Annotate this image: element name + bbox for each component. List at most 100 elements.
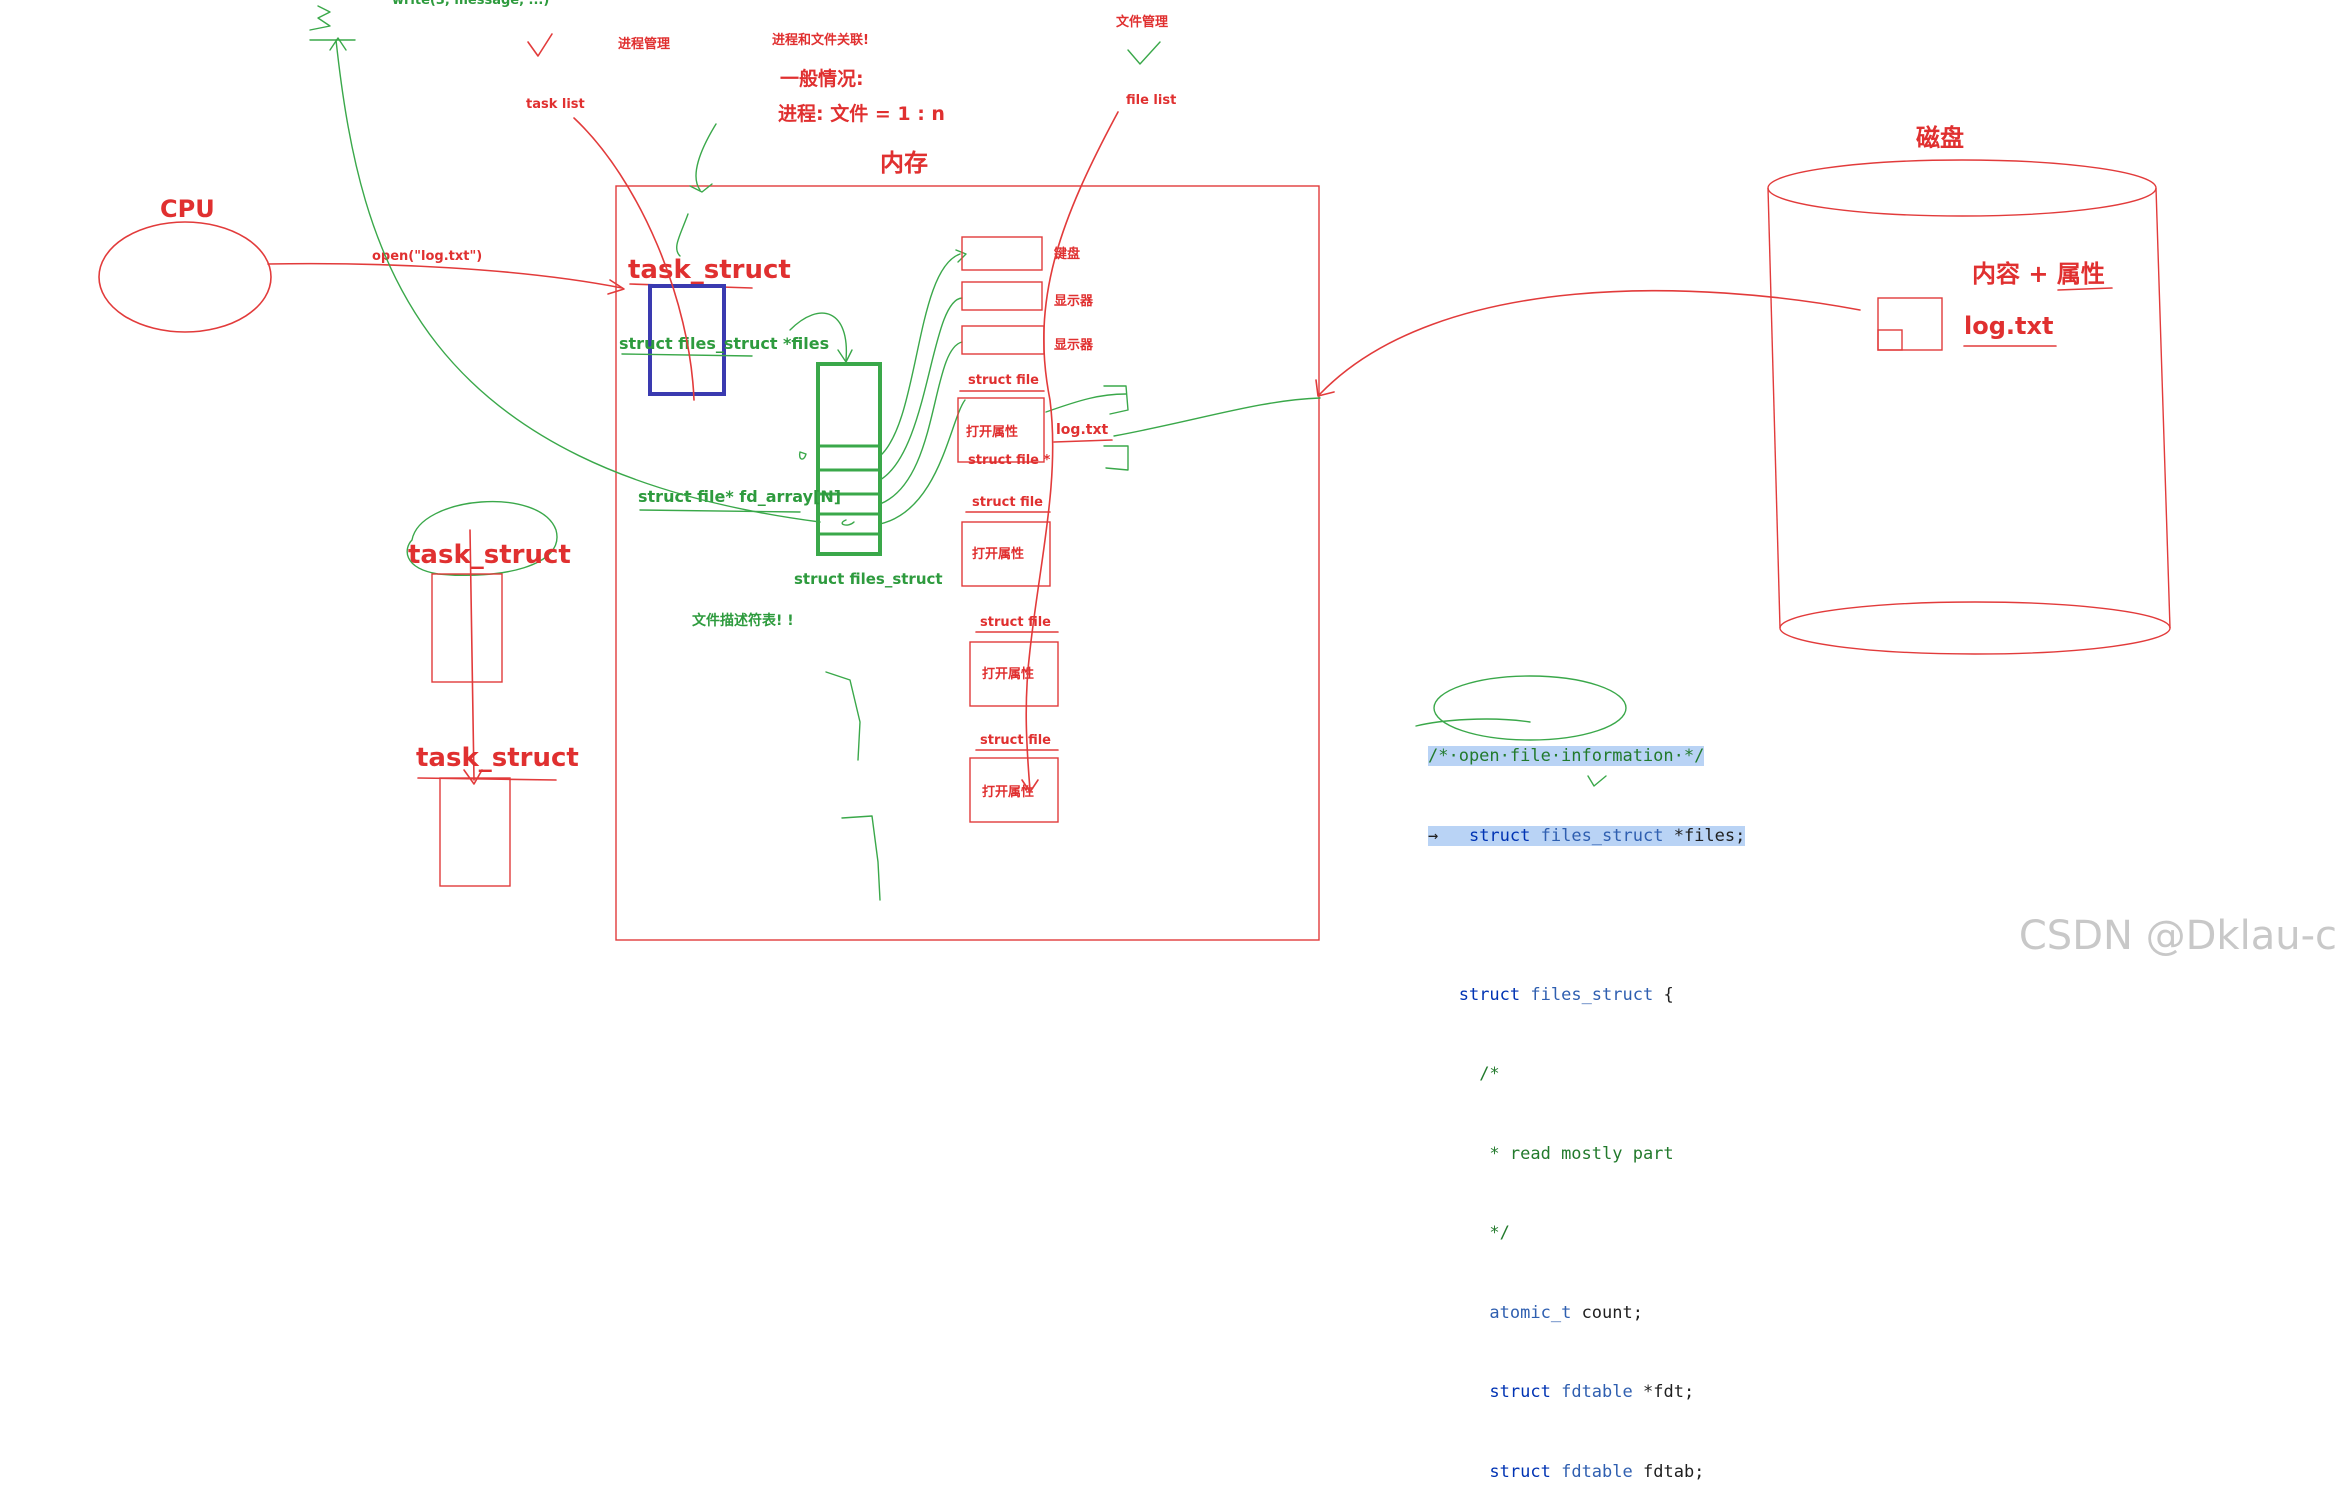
file-mgmt-label: 文件管理 bbox=[1116, 14, 1168, 30]
file1-green-bracket-a bbox=[1103, 385, 1129, 415]
code-keyword: struct bbox=[1458, 984, 1521, 1005]
fd-array-label: struct file* fd_array[N] bbox=[638, 487, 841, 506]
code-line-5: * read mostly part bbox=[1428, 1141, 1745, 1168]
scribble-lower-1 bbox=[825, 671, 861, 761]
code-comment: /* bbox=[1479, 1064, 1500, 1084]
task-struct-main-label: task_struct bbox=[628, 255, 791, 285]
code-line-4: /* bbox=[1428, 1061, 1745, 1088]
write-call-label: write(3, message, ...) bbox=[392, 0, 549, 8]
code-line-9: struct fdtable fdtab; bbox=[1428, 1459, 1745, 1486]
struct-file-4-box bbox=[969, 757, 1059, 823]
task-list-label: task list bbox=[526, 97, 585, 112]
code-line-1: /*·open·file·information·*/ bbox=[1428, 743, 1745, 770]
open-attr-4-label: 打开属性 bbox=[982, 784, 1034, 800]
general-case-label: 一般情况: bbox=[780, 67, 864, 90]
file1-green-bracket-b bbox=[1103, 445, 1129, 471]
task-struct-3-label: task_struct bbox=[416, 743, 579, 773]
task-list-curve bbox=[573, 117, 695, 401]
display2-box bbox=[961, 325, 1045, 355]
display2-label: 显示器 bbox=[1054, 338, 1094, 353]
task-struct-2-label: task_struct bbox=[408, 540, 571, 570]
disk-top bbox=[1767, 159, 2157, 217]
cpu-arrowhead bbox=[607, 279, 625, 295]
keyboard-label: 键盘 bbox=[1053, 246, 1080, 262]
code-type: atomic_t bbox=[1489, 1302, 1572, 1323]
fd0-to-keyboard bbox=[879, 253, 961, 457]
open-attr-3-label: 打开属性 bbox=[982, 666, 1034, 682]
scribble-top-left bbox=[309, 5, 331, 31]
keyboard-box bbox=[961, 236, 1043, 271]
struct-file-4-label: struct file bbox=[980, 733, 1051, 748]
code-type: files_struct bbox=[1530, 984, 1654, 1005]
ratio-label: 进程: 文件 = 1 : n bbox=[778, 102, 945, 125]
proc-file-link-label: 进程和文件关联! bbox=[772, 32, 869, 48]
code-line-7: atomic_t count; bbox=[1428, 1300, 1745, 1327]
open-attr-1-label: 打开属性 bbox=[966, 424, 1018, 440]
disk-file-inner-box bbox=[1877, 329, 1903, 351]
code-rest: fdtab; bbox=[1643, 1461, 1705, 1482]
display1-label: 显示器 bbox=[1054, 294, 1094, 309]
code-type: fdtable bbox=[1561, 1461, 1633, 1482]
write-arc-arrowhead bbox=[329, 37, 347, 51]
code-comment-highlight-ring bbox=[1433, 675, 1627, 741]
code-line-8: struct fdtable *fdt; bbox=[1428, 1379, 1745, 1406]
content-attr-underline bbox=[2057, 287, 2113, 291]
log-txt-link-label: log.txt bbox=[1056, 422, 1108, 438]
scribble-code-bracket bbox=[1415, 718, 1531, 727]
content-attr-label: 内容 + 属性 bbox=[1972, 260, 2105, 288]
check-mark-2 bbox=[1127, 41, 1161, 65]
code-line-3: struct files_struct { bbox=[1428, 982, 1745, 1009]
task-struct-3-box bbox=[439, 777, 511, 887]
process-mgmt-label: 进程管理 bbox=[618, 36, 670, 52]
disk-arrowhead bbox=[1315, 379, 1335, 397]
check-mark-1 bbox=[527, 33, 553, 57]
scribble-memory-arrow bbox=[689, 183, 713, 193]
task-link-arrowhead bbox=[463, 769, 483, 785]
file-list-label: file list bbox=[1126, 93, 1176, 108]
code-line-2: → struct files_struct *files; bbox=[1428, 825, 1746, 846]
code-line-6: */ bbox=[1428, 1220, 1745, 1247]
code-rest: *files; bbox=[1673, 825, 1746, 846]
code-link-arrowhead bbox=[1587, 775, 1607, 787]
code-rest: *fdt; bbox=[1643, 1382, 1695, 1402]
code-rest: { bbox=[1663, 984, 1674, 1005]
code-line-blank bbox=[1428, 902, 1745, 929]
struct-file-2-box bbox=[961, 521, 1051, 587]
diagram-canvas: write(3, message, ...) 进程管理 进程和文件关联! 文件管… bbox=[98, 0, 2171, 941]
code-type: fdtable bbox=[1561, 1382, 1633, 1402]
struct-file-1-box bbox=[957, 397, 1045, 463]
disk-file-label: log.txt bbox=[1964, 312, 2053, 340]
file-list-arrowhead bbox=[1021, 779, 1039, 793]
files-ptr-arrow bbox=[789, 312, 848, 361]
fd-index-3 bbox=[841, 519, 855, 526]
write-to-fd-arc bbox=[335, 39, 821, 523]
files-ptr-label: struct files_struct *files bbox=[619, 334, 829, 353]
scribble-near-task bbox=[676, 213, 689, 257]
code-comment: * read mostly part bbox=[1479, 1143, 1674, 1164]
struct-file-ptr-label: struct file * bbox=[968, 453, 1050, 468]
code-comment: */ bbox=[1479, 1223, 1510, 1243]
keyboard-arrowhead bbox=[955, 249, 967, 263]
code-type: files_struct bbox=[1540, 825, 1664, 846]
cpu-to-task-arrow bbox=[267, 262, 623, 289]
memory-box bbox=[615, 185, 1320, 941]
memory-to-disk-green bbox=[1113, 397, 1321, 437]
cpu-label: CPU bbox=[160, 195, 215, 223]
struct-file-2-label: struct file bbox=[972, 495, 1043, 510]
code-keyword: struct bbox=[1489, 1461, 1551, 1482]
disk-to-memory-curve bbox=[1319, 289, 1861, 395]
code-rest: count; bbox=[1581, 1302, 1643, 1323]
code-keyword: struct bbox=[1489, 1382, 1551, 1402]
struct-file-3-label: struct file bbox=[980, 615, 1051, 630]
display1-box bbox=[961, 281, 1043, 311]
file-list-curve bbox=[1025, 111, 1119, 791]
code-snippet: /*·open·file·information·*/ → struct fil… bbox=[1428, 690, 1746, 1512]
task-struct-2-cloud bbox=[406, 500, 558, 577]
files-struct-name-label: struct files_struct bbox=[794, 570, 943, 588]
task-struct-2-box bbox=[431, 573, 503, 683]
disk-right-edge bbox=[2155, 187, 2171, 629]
open-call-label: open("log.txt") bbox=[372, 249, 482, 264]
fd2-to-display2 bbox=[879, 341, 963, 505]
files-ptr-underline bbox=[621, 353, 753, 357]
struct-file-1-label: struct file bbox=[968, 373, 1039, 388]
